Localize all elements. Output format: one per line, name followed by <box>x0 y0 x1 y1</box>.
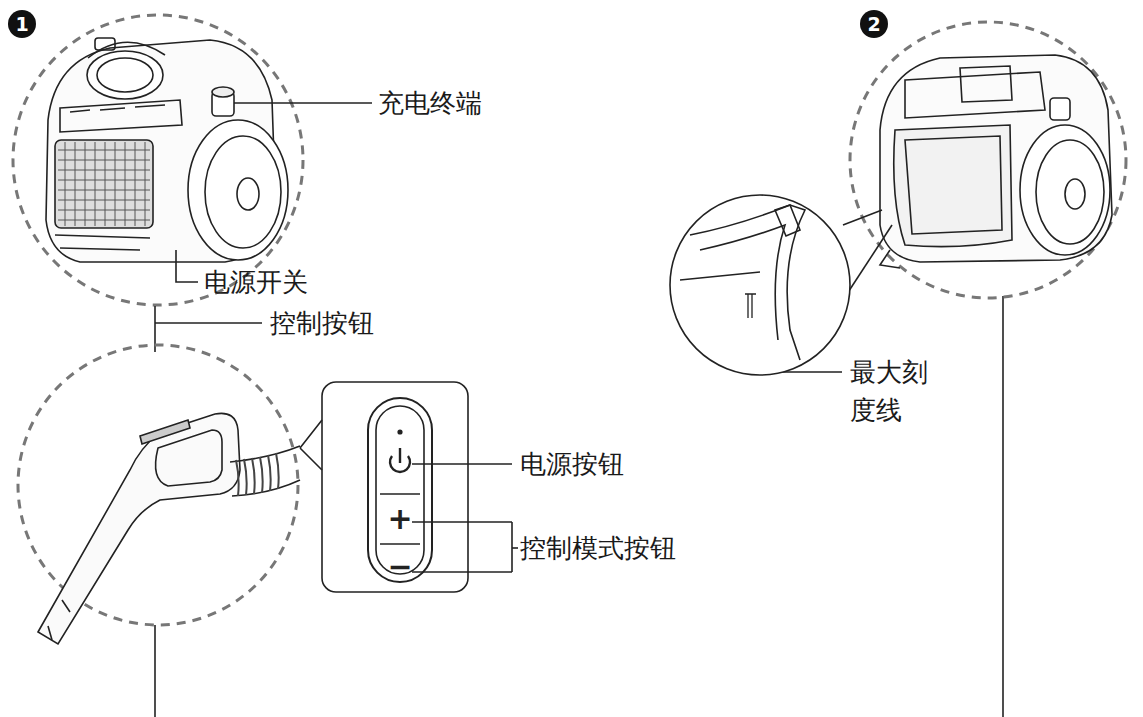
drawing-stroke <box>380 493 420 495</box>
drawing-stroke <box>58 142 150 226</box>
drawing-stroke <box>212 87 234 97</box>
drawing-stroke <box>48 600 70 640</box>
part-label: 控制模式按钮 <box>520 529 676 567</box>
drawing-stroke <box>38 413 240 644</box>
drawing-stroke <box>368 398 432 582</box>
drawing-stroke <box>155 322 262 324</box>
vacuum-body-2 <box>670 22 1126 375</box>
drawing-stroke <box>322 382 468 592</box>
drawing-stroke <box>960 66 1012 102</box>
drawing-stroke <box>70 105 165 112</box>
drawing-stroke <box>300 420 322 470</box>
drawing-stroke <box>690 205 805 360</box>
drawing-stroke <box>775 205 800 236</box>
drawing-stroke <box>700 225 785 340</box>
drawing-stroke <box>13 15 303 305</box>
callout-number: 2 <box>860 10 888 38</box>
button-symbol: + <box>385 504 415 534</box>
drawing-stroke <box>850 22 1126 298</box>
drawing-stroke <box>205 136 281 248</box>
part-label: 充电终端 <box>378 84 482 122</box>
drawing-stroke <box>745 294 756 318</box>
drawing-stroke <box>376 406 424 574</box>
drawing-stroke <box>234 102 372 104</box>
drawing-stroke <box>670 195 850 375</box>
drawing-stroke <box>55 235 150 250</box>
drawing-stroke <box>880 250 900 268</box>
drawing-stroke <box>843 210 882 225</box>
drawing-stroke <box>140 420 190 444</box>
drawing-stroke <box>905 136 1002 234</box>
drawing-stroke <box>880 55 1112 262</box>
drawing-stroke <box>412 463 512 465</box>
drawing-stroke <box>905 72 1045 118</box>
drawing-stroke <box>399 448 401 463</box>
drawing-stroke <box>398 430 402 434</box>
drawing-stroke <box>412 521 512 523</box>
leader-lines <box>155 103 1003 717</box>
drawing-stroke <box>55 140 153 228</box>
part-label: 控制按钮 <box>270 304 374 342</box>
drawing-stroke <box>230 446 300 496</box>
drawing-stroke <box>236 453 279 496</box>
drawing-stroke <box>95 38 115 50</box>
drawing-stroke <box>236 453 279 496</box>
button-symbol: − <box>385 552 415 582</box>
drawing-stroke <box>511 522 513 572</box>
callout-number: 1 <box>8 10 36 38</box>
vacuum-body-1 <box>13 15 303 305</box>
drawing-stroke <box>58 150 150 220</box>
drawing-stroke <box>65 142 145 226</box>
part-label: 电源开关 <box>204 263 308 301</box>
drawing-stroke <box>894 125 1012 247</box>
drawing-stroke <box>1020 125 1110 255</box>
part-label: 电源按钮 <box>520 445 624 483</box>
drawing-stroke <box>412 571 512 573</box>
drawing-stroke <box>1002 296 1004 717</box>
drawing-stroke <box>188 120 288 260</box>
drawing-stroke <box>1065 179 1085 209</box>
drawing-stroke <box>237 178 259 210</box>
part-label: 最大刻 度线 <box>850 353 942 429</box>
drawing-stroke <box>512 547 518 549</box>
drawing-stroke <box>176 250 198 282</box>
drawing-stroke <box>60 100 182 132</box>
drawing-stroke <box>97 58 153 92</box>
drawing-stroke <box>154 625 156 717</box>
handle-illustration <box>18 345 518 644</box>
drawing-stroke <box>87 51 163 99</box>
drawing-stroke <box>680 272 760 280</box>
drawing-stroke <box>1050 98 1070 120</box>
drawing-stroke <box>156 430 222 486</box>
drawing-stroke <box>1036 140 1104 244</box>
drawing-stroke <box>380 543 420 545</box>
